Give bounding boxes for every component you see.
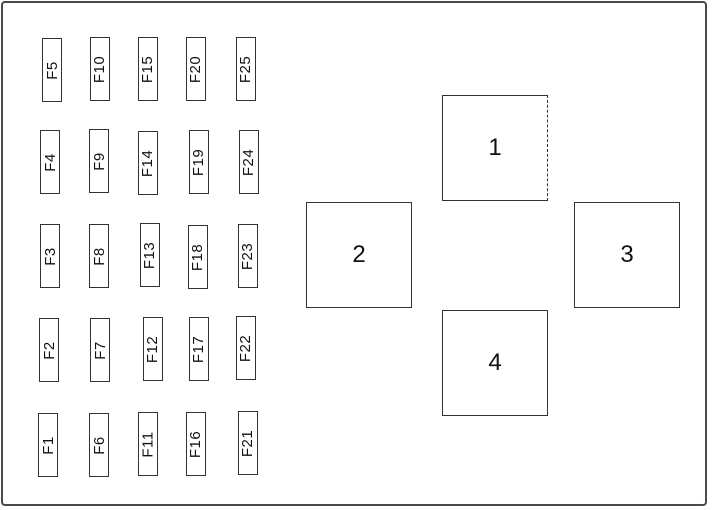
- fuse-f12: F12: [143, 317, 163, 381]
- fuse-label: F23: [239, 242, 257, 270]
- fuse-label: F16: [187, 430, 205, 458]
- fuse-f20: F20: [186, 37, 206, 101]
- fuse-label: F1: [39, 435, 57, 455]
- relay-label: 4: [488, 349, 502, 376]
- fuse-f24: F24: [239, 130, 259, 194]
- relay-label: 3: [620, 241, 634, 268]
- fuse-f8: F8: [89, 224, 109, 288]
- fuse-label: F19: [190, 148, 208, 176]
- fuse-label: F25: [237, 55, 255, 83]
- fuse-f17: F17: [189, 317, 209, 381]
- fuse-f7: F7: [90, 318, 110, 382]
- fuse-label: F8: [90, 246, 108, 266]
- relay-3: 3: [574, 202, 680, 308]
- fuse-f16: F16: [186, 412, 206, 476]
- fuse-label: F4: [41, 152, 59, 172]
- fuse-label: F6: [90, 435, 108, 455]
- fuse-label: F10: [91, 55, 109, 83]
- fuse-f11: F11: [138, 412, 158, 476]
- fuse-label: F21: [239, 429, 257, 457]
- fuse-label: F2: [40, 340, 58, 360]
- relay-1: 1: [442, 95, 548, 201]
- fuse-f23: F23: [238, 224, 258, 288]
- fuse-f5: F5: [42, 38, 62, 102]
- fuse-f2: F2: [39, 318, 59, 382]
- fuse-label: F7: [91, 340, 109, 360]
- fuse-f21: F21: [238, 411, 258, 475]
- fuse-label: F22: [237, 334, 255, 362]
- fuse-label: F3: [41, 246, 59, 266]
- fuse-label: F5: [43, 60, 61, 80]
- fuse-f25: F25: [236, 37, 256, 101]
- fuse-f10: F10: [90, 37, 110, 101]
- fuse-f4: F4: [40, 130, 60, 194]
- fuse-label: F14: [139, 149, 157, 177]
- fuse-label: F12: [144, 335, 162, 363]
- relay-label: 1: [488, 134, 502, 161]
- fuse-label: F20: [187, 55, 205, 83]
- fuse-f15: F15: [138, 37, 158, 101]
- fuse-f22: F22: [236, 316, 256, 380]
- fuse-f9: F9: [89, 129, 109, 193]
- fuse-f6: F6: [89, 413, 109, 477]
- fuse-label: F15: [139, 55, 157, 83]
- fuse-label: F13: [141, 241, 159, 269]
- fuse-label: F18: [189, 243, 207, 271]
- fuse-label: F11: [139, 430, 157, 458]
- relay-label: 2: [352, 241, 366, 268]
- relay-2: 2: [306, 202, 412, 308]
- fuse-f19: F19: [189, 130, 209, 194]
- fuse-label: F9: [90, 151, 108, 171]
- fuse-label: F24: [240, 148, 258, 176]
- fuse-label: F17: [190, 335, 208, 363]
- fuse-f14: F14: [138, 131, 158, 195]
- fuse-f1: F1: [38, 413, 58, 477]
- fuse-f3: F3: [40, 224, 60, 288]
- fuse-f18: F18: [188, 225, 208, 289]
- fuse-f13: F13: [140, 223, 160, 287]
- relay-4: 4: [442, 310, 548, 416]
